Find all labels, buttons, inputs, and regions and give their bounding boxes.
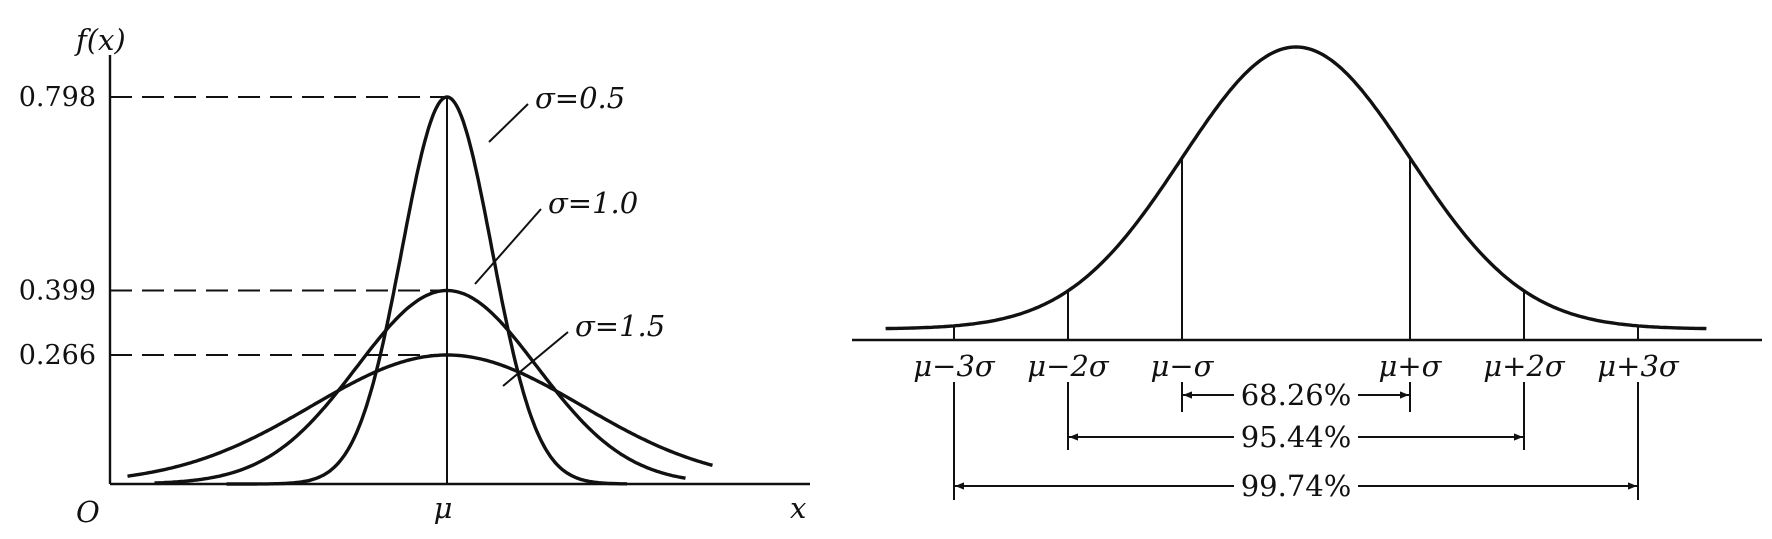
right-tick-labels: μ−3σ μ−2σ μ−σ μ+σ μ+2σ μ+3σ xyxy=(913,349,1680,383)
left-y-tick-label: 0.266 xyxy=(19,340,96,371)
series-label: σ=1.5 xyxy=(575,309,665,343)
origin-label: O xyxy=(76,495,100,529)
left-series-labels: σ=0.5 σ=1.0 σ=1.5 xyxy=(474,81,665,387)
series-label: σ=0.5 xyxy=(535,81,625,115)
series-label-leader xyxy=(502,331,569,387)
right-tick-label: μ−3σ xyxy=(913,349,996,383)
series-curve-sigma-1 xyxy=(154,288,686,485)
interval-percentage-label: 99.74% xyxy=(1241,469,1352,503)
left-y-ticks: 0.798 0.399 0.266 xyxy=(19,82,96,371)
series-curve-sigma-0-5 xyxy=(226,95,628,486)
mu-tick-label: μ xyxy=(434,491,453,525)
left-y-tick-label: 0.399 xyxy=(19,275,96,306)
series-label: σ=1.0 xyxy=(548,186,638,220)
right-interval-arrows: 68.26% 95.44% 99.74% xyxy=(955,378,1637,503)
right-tick-label: μ+3σ xyxy=(1597,349,1680,383)
left-y-axis-label: f(x) xyxy=(74,23,126,57)
left-chart-density-curves: f(x) x O μ 0.798 0.399 0.266 σ=0.5 σ=1.0 σ=1… xyxy=(19,23,810,529)
left-y-tick-label: 0.798 xyxy=(19,82,96,113)
right-sigma-verticals xyxy=(953,157,1639,340)
right-chart-sigma-intervals: μ−3σ μ−2σ μ−σ μ+σ μ+2σ μ+3σ 68.26% 95.44% 99.74… xyxy=(852,45,1762,503)
series-label-leader xyxy=(474,208,542,285)
right-normal-curve xyxy=(885,45,1707,331)
interval-percentage-label: 95.44% xyxy=(1241,420,1352,454)
right-tick-label: μ+σ xyxy=(1379,349,1443,383)
right-tick-label: μ−2σ xyxy=(1027,349,1110,383)
interval-percentage-label: 68.26% xyxy=(1241,378,1352,412)
left-series-curves xyxy=(127,95,713,486)
series-curve-sigma-1-5 xyxy=(127,353,713,478)
series-label-leader xyxy=(488,103,529,143)
right-interval-extension-lines xyxy=(953,382,1639,500)
left-guide-dashes xyxy=(110,95,447,356)
right-tick-label: μ+2σ xyxy=(1483,349,1566,383)
right-tick-label: μ−σ xyxy=(1151,349,1215,383)
left-x-axis-label: x xyxy=(790,491,806,525)
